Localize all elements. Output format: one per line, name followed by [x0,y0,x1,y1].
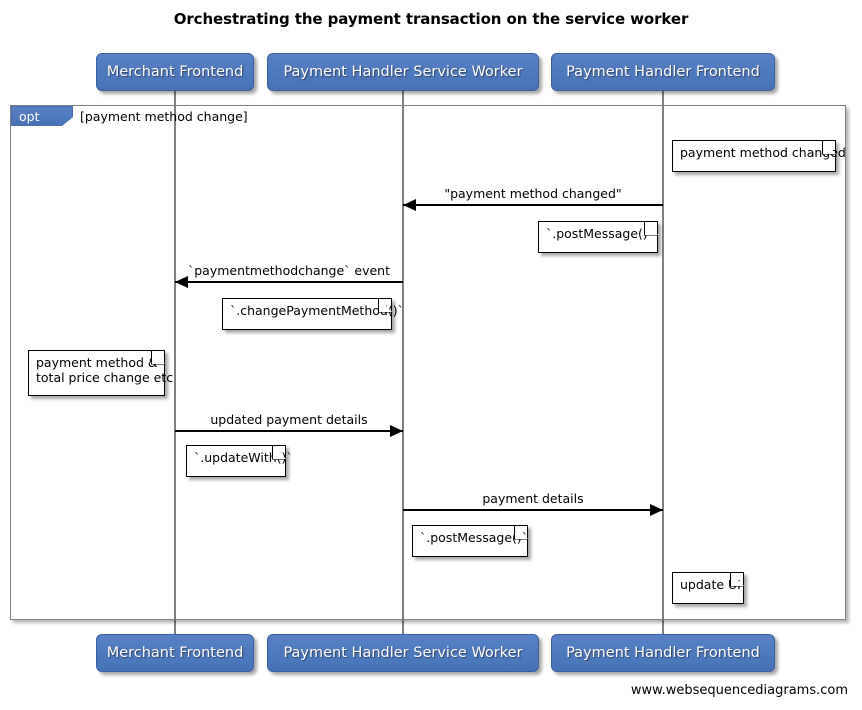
message-line-payment-details [403,509,663,511]
message-line-payment-method-changed [403,204,663,206]
participant-top-merchant-frontend[interactable]: Merchant Frontend [96,53,254,91]
note-fold-icon [513,524,529,540]
note-change-payment-method: `.changePaymentMethod()` [222,297,404,330]
participant-label: Payment Handler Frontend [566,64,760,80]
note-update-ui: update UI [672,571,745,604]
message-line-updated-payment-details [175,430,403,432]
lifeline-payment-handler-frontend [662,91,664,634]
note-fold-icon [729,571,745,587]
watermark-footer: www.websequencediagrams.com [630,683,848,698]
opt-fragment-tag: opt [11,106,73,126]
note-fold-icon [377,297,393,313]
note-fold-icon [643,220,659,236]
note-update-with: `.updateWith()` [186,444,293,477]
participant-label: Merchant Frontend [106,645,244,661]
participant-label: Payment Handler Service Worker [283,645,523,661]
page-title: Orchestrating the payment transaction on… [173,10,689,28]
participant-bottom-merchant-frontend[interactable]: Merchant Frontend [96,634,254,672]
participant-label: Payment Handler Service Worker [283,64,523,80]
message-arrowhead-updated-payment-details [390,425,403,437]
participant-label: Payment Handler Frontend [566,645,760,661]
message-label-paymentmethodchange-event: `paymentmethodchange` event [187,263,391,278]
lifeline-merchant-frontend [174,91,176,634]
participant-bottom-payment-handler-frontend[interactable]: Payment Handler Frontend [551,634,775,672]
message-label-payment-details: payment details [482,491,584,506]
lifeline-payment-handler-service-worker [402,91,404,634]
note-fold-icon [271,444,287,460]
participant-bottom-payment-handler-service-worker[interactable]: Payment Handler Service Worker [267,634,539,672]
participant-label: Merchant Frontend [106,64,244,80]
note-fold-icon [150,349,166,365]
note-payment-method-changed: payment method changed [672,139,846,172]
message-line-paymentmethodchange-event [175,281,403,283]
message-label-updated-payment-details: updated payment details [210,412,368,427]
message-arrowhead-paymentmethodchange-event [175,276,188,288]
message-label-payment-method-changed: "payment method changed" [444,186,622,201]
participant-top-payment-handler-frontend[interactable]: Payment Handler Frontend [551,53,775,91]
participant-top-payment-handler-service-worker[interactable]: Payment Handler Service Worker [267,53,539,91]
note-fold-icon [821,139,837,155]
note-payment-method-total-price: payment method & total price change etc [28,349,173,396]
opt-fragment-frame [10,105,846,620]
message-arrowhead-payment-method-changed [403,199,416,211]
message-arrowhead-payment-details [650,504,663,516]
opt-fragment-guard: [payment method change] [80,109,248,124]
note-post-message-1: `.postMessage()` [538,220,659,253]
note-post-message-2: `.postMessage()` [412,524,529,557]
